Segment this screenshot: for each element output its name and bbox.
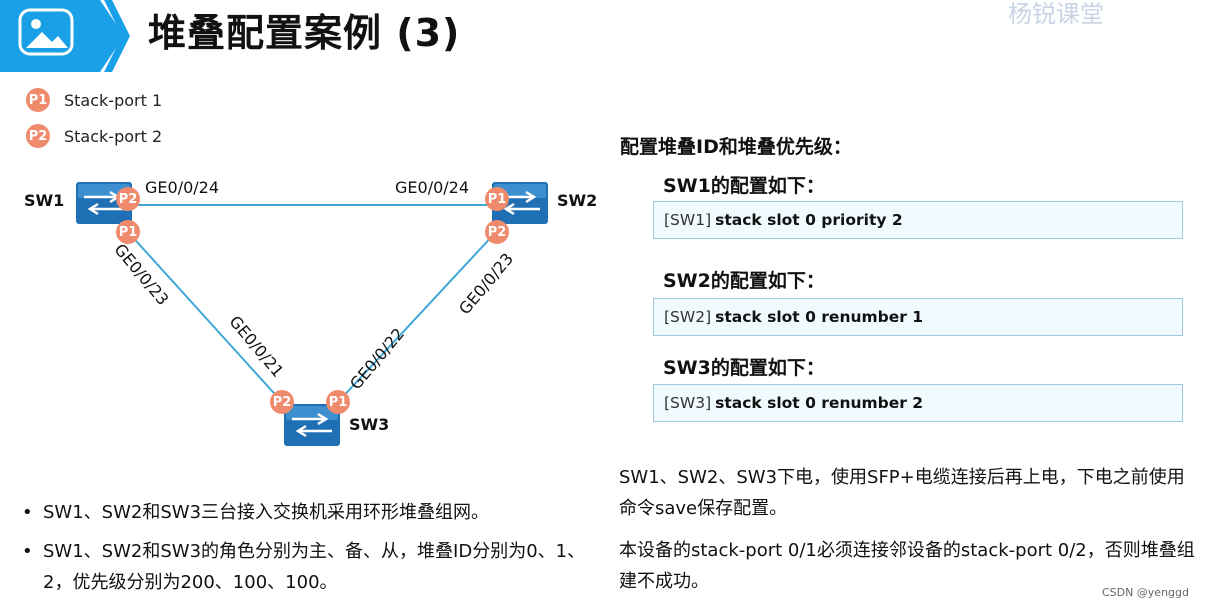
legend-label: Stack-port 1	[64, 90, 163, 110]
bullet-text: SW1、SW2和SW3三台接入交换机采用环形堆叠组网。	[43, 502, 490, 523]
port-badge-sw3-p1: P1	[326, 390, 350, 414]
bullet-item: •SW1、SW2和SW3的角色分别为主、备、从，堆叠ID分别为0、1、2，优先级…	[22, 536, 607, 598]
header-badge	[0, 0, 130, 72]
config-heading-sw3: SW3的配置如下：	[663, 357, 825, 379]
watermark: CSDN @yenggd	[1101, 586, 1189, 599]
port-badge-sw2-p2: P2	[485, 220, 509, 244]
note-stack-port: 本设备的stack-port 0/1必须连接邻设备的stack-port 0/2…	[619, 540, 1195, 592]
link-label: GE0/0/24	[145, 178, 220, 197]
config-heading-sw2: SW2的配置如下：	[663, 270, 825, 292]
switch-label-sw3: SW3	[349, 415, 390, 434]
switch-icon	[284, 404, 340, 446]
brand-logo-text: 杨锐课堂	[1008, 0, 1104, 28]
image-icon	[18, 8, 74, 56]
port-badge-sw1-p1: P1	[116, 220, 140, 244]
config-heading-sw1: SW1的配置如下：	[663, 175, 825, 197]
port-badge-sw2-p1: P1	[485, 187, 509, 211]
command-text: stack slot 0 renumber 2	[715, 394, 924, 412]
port-badge-sw3-p2: P2	[270, 390, 294, 414]
bullet-text: SW1、SW2和SW3的角色分别为主、备、从，堆叠ID分别为0、1、2，优先级分…	[43, 541, 586, 593]
port-badge: P2	[26, 124, 50, 148]
bullet-item: •SW1、SW2和SW3三台接入交换机采用环形堆叠组网。	[22, 497, 607, 528]
command-prefix: [SW3]	[664, 394, 712, 412]
legend-item-p1: P1 Stack-port 1	[26, 88, 162, 112]
note-power-cycle: SW1、SW2、SW3下电，使用SFP+电缆连接后再上电，下电之前使用命令sav…	[619, 467, 1185, 519]
port-badge: P1	[26, 88, 50, 112]
port-badge-sw1-p2: P2	[116, 187, 140, 211]
command-text: stack slot 0 renumber 1	[715, 308, 924, 326]
command-box-sw3: [SW3] stack slot 0 renumber 2	[653, 384, 1183, 422]
link-label: GE0/0/24	[395, 178, 470, 197]
command-prefix: [SW1]	[664, 211, 712, 229]
command-box-sw2: [SW2] stack slot 0 renumber 1	[653, 298, 1183, 336]
command-prefix: [SW2]	[664, 308, 712, 326]
switch-label-sw2: SW2	[557, 191, 598, 210]
config-title: 配置堆叠ID和堆叠优先级：	[620, 136, 852, 158]
switch-label-sw1: SW1	[24, 191, 65, 210]
link-sw1-sw3	[127, 231, 283, 403]
link-sw2-sw3	[337, 231, 497, 403]
legend-label: Stack-port 2	[64, 126, 163, 146]
legend-item-p2: P2 Stack-port 2	[26, 124, 162, 148]
topology-diagram	[76, 182, 548, 446]
page-title: 堆叠配置案例 (3)	[148, 11, 461, 55]
command-text: stack slot 0 priority 2	[715, 211, 903, 229]
command-box-sw1: [SW1] stack slot 0 priority 2	[653, 201, 1183, 239]
